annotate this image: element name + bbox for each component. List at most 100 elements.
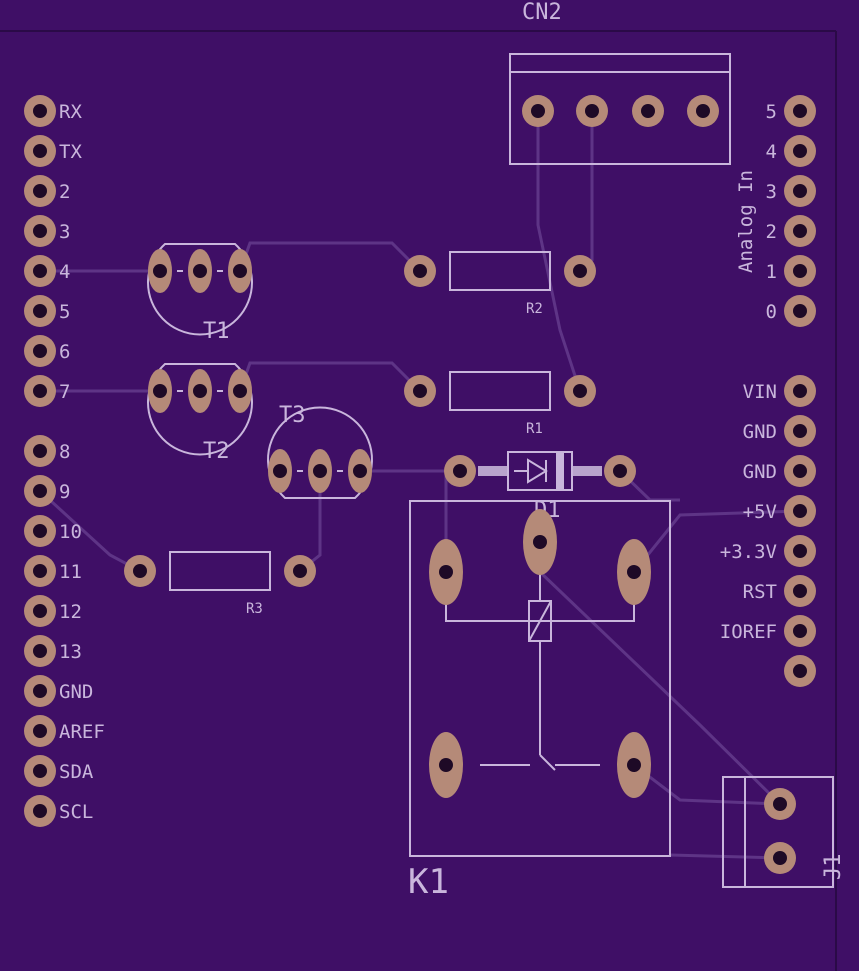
relay-pad <box>523 509 557 575</box>
relay-pad <box>429 732 463 798</box>
power-header-pad <box>784 535 816 567</box>
analog-header-pad <box>784 175 816 207</box>
power-header-label: VIN <box>743 381 777 403</box>
t2-label: T2 <box>203 439 230 464</box>
left-header-label: TX <box>59 141 82 163</box>
cn2-pad <box>576 95 608 127</box>
analog-header-label: 3 <box>766 181 777 203</box>
left-header-label: RX <box>59 101 82 123</box>
pads <box>24 95 816 874</box>
resistor-pad <box>404 255 436 287</box>
left-header-pad <box>24 515 56 547</box>
header-labels: RXTX2345678910111213GNDAREFSDASCL543210V… <box>59 101 777 823</box>
analog-header-pad <box>784 135 816 167</box>
j1-pad <box>764 788 796 820</box>
relay-pad <box>617 732 651 798</box>
left-header-pad <box>24 715 56 747</box>
k1-label: K1 <box>408 862 449 902</box>
traces <box>38 110 801 860</box>
left-header-label: 2 <box>59 181 70 203</box>
analog-header-pad <box>784 295 816 327</box>
left-header-label: 12 <box>59 601 82 623</box>
resistor-pad <box>564 375 596 407</box>
relay-pad <box>429 539 463 605</box>
left-header-pad <box>24 135 56 167</box>
left-header-pad <box>24 435 56 467</box>
power-header-pad <box>784 495 816 527</box>
left-header-label: 4 <box>59 261 70 283</box>
left-header-label: GND <box>59 681 93 703</box>
analog-header-label: 2 <box>766 221 777 243</box>
transistor-pad <box>348 449 372 493</box>
resistor-pad <box>404 375 436 407</box>
left-header-pad <box>24 635 56 667</box>
analog-header-pad <box>784 215 816 247</box>
power-header-pad <box>784 455 816 487</box>
left-header-label: AREF <box>59 721 105 743</box>
left-header-pad <box>24 335 56 367</box>
power-header-label: GND <box>743 421 777 443</box>
left-header-label: 5 <box>59 301 70 323</box>
left-header-pad <box>24 595 56 627</box>
cn2-pad <box>687 95 719 127</box>
cn2-label: CN2 <box>522 0 562 25</box>
diode-pad <box>444 455 476 487</box>
relay-k1: K1 <box>408 500 671 902</box>
cn2-pad <box>632 95 664 127</box>
left-header-pad <box>24 475 56 507</box>
analog-header-pad <box>784 95 816 127</box>
power-header-label: GND <box>743 461 777 483</box>
power-header-pad <box>784 575 816 607</box>
left-header-label: 11 <box>59 561 82 583</box>
analog-header-label: 0 <box>766 301 777 323</box>
resistor-r1: R1 <box>449 371 551 437</box>
power-header-pad <box>784 655 816 687</box>
resistor-pad <box>284 555 316 587</box>
left-header-pad <box>24 795 56 827</box>
power-header-label: +3.3V <box>720 541 777 563</box>
left-header-label: 8 <box>59 441 70 463</box>
cn2-pad <box>522 95 554 127</box>
r3-label: R3 <box>246 601 263 617</box>
transistor-pad <box>228 369 252 413</box>
transistor-pad <box>188 369 212 413</box>
transistor-pad <box>268 449 292 493</box>
left-header-label: SCL <box>59 801 93 823</box>
r1-label: R1 <box>526 421 543 437</box>
analog-header-label: 1 <box>766 261 777 283</box>
diode-pad <box>604 455 636 487</box>
left-header-pad <box>24 375 56 407</box>
power-header-label: IOREF <box>720 621 777 643</box>
left-header-pad <box>24 295 56 327</box>
analog-header-label: 4 <box>766 141 777 163</box>
resistor-r3: R3 <box>169 551 271 617</box>
left-header-label: 6 <box>59 341 70 363</box>
power-header-label: RST <box>743 581 777 603</box>
transistor-pad <box>148 249 172 293</box>
transistor-pad <box>148 369 172 413</box>
j1-label: J1 <box>821 854 846 881</box>
left-header-label: 9 <box>59 481 70 503</box>
left-header-pad <box>24 175 56 207</box>
j1-pad <box>764 842 796 874</box>
resistor-r2: R2 <box>449 251 551 317</box>
left-header-label: SDA <box>59 761 94 783</box>
analog-header-label: 5 <box>766 101 777 123</box>
power-header-pad <box>784 415 816 447</box>
resistor-pad <box>564 255 596 287</box>
left-header-label: 3 <box>59 221 70 243</box>
t3-label: T3 <box>279 403 306 428</box>
transistor-pad <box>188 249 212 293</box>
analog-in-title: Analog In <box>735 170 757 273</box>
left-header-label: 10 <box>59 521 82 543</box>
left-header-pad <box>24 95 56 127</box>
left-header-label: 13 <box>59 641 82 663</box>
relay-pad <box>617 539 651 605</box>
transistor-pad <box>228 249 252 293</box>
left-header-pad <box>24 555 56 587</box>
left-header-pad <box>24 755 56 787</box>
left-header-pad <box>24 675 56 707</box>
resistor-pad <box>124 555 156 587</box>
analog-header-pad <box>784 255 816 287</box>
terminal-j1: J1 <box>722 776 846 888</box>
